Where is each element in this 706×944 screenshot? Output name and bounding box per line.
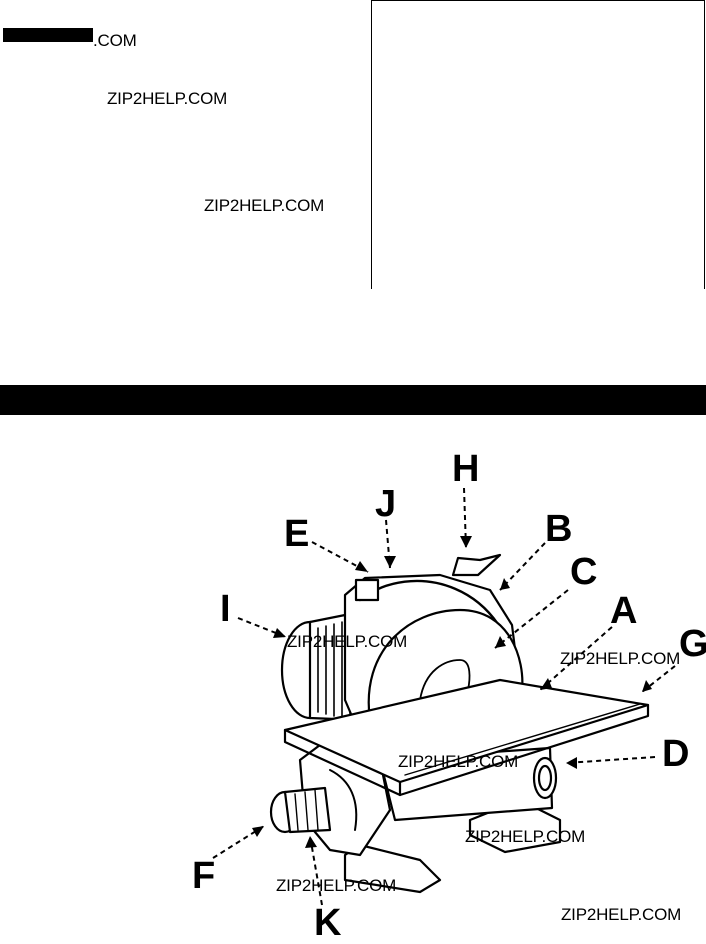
callout-k: K bbox=[314, 902, 342, 944]
watermark: ZIP2HELP.COM bbox=[287, 632, 408, 651]
leader-b bbox=[499, 542, 546, 591]
leader-d bbox=[565, 756, 656, 764]
section-header-bar bbox=[0, 385, 706, 415]
watermark: ZIP2HELP.COM bbox=[465, 827, 586, 846]
watermark: ZIP2HELP.COM bbox=[276, 876, 397, 895]
watermark: ZIP2HELP.COM bbox=[398, 752, 519, 771]
watermark: ZIP2HELP.COM bbox=[204, 196, 325, 215]
callout-i: I bbox=[220, 588, 231, 630]
callout-d: D bbox=[662, 733, 690, 775]
leader-k bbox=[309, 835, 323, 906]
callout-j: J bbox=[375, 483, 397, 525]
callout-c: C bbox=[570, 551, 598, 593]
redaction-block bbox=[3, 28, 93, 42]
leader-a bbox=[539, 626, 613, 691]
callout-g: G bbox=[679, 623, 706, 665]
leader-e bbox=[311, 541, 369, 573]
watermark: ZIP2HELP.COM bbox=[107, 89, 228, 108]
watermark: ZIP2HELP.COM bbox=[561, 905, 682, 924]
leader-h bbox=[463, 487, 467, 549]
callout-e: E bbox=[284, 513, 310, 555]
callout-h: H bbox=[452, 448, 480, 490]
callout-a: A bbox=[610, 590, 638, 632]
dust-port bbox=[451, 553, 502, 577]
disc-sander-illustration bbox=[212, 487, 676, 906]
empty-text-frame bbox=[371, 0, 705, 289]
callout-b: B bbox=[545, 508, 573, 550]
leader-g bbox=[641, 665, 676, 693]
switch bbox=[354, 578, 380, 602]
watermark: .COM bbox=[93, 31, 137, 50]
leader-c bbox=[494, 589, 569, 649]
callout-f: F bbox=[192, 855, 216, 897]
watermark: ZIP2HELP.COM bbox=[560, 649, 681, 668]
leader-f bbox=[212, 825, 265, 859]
